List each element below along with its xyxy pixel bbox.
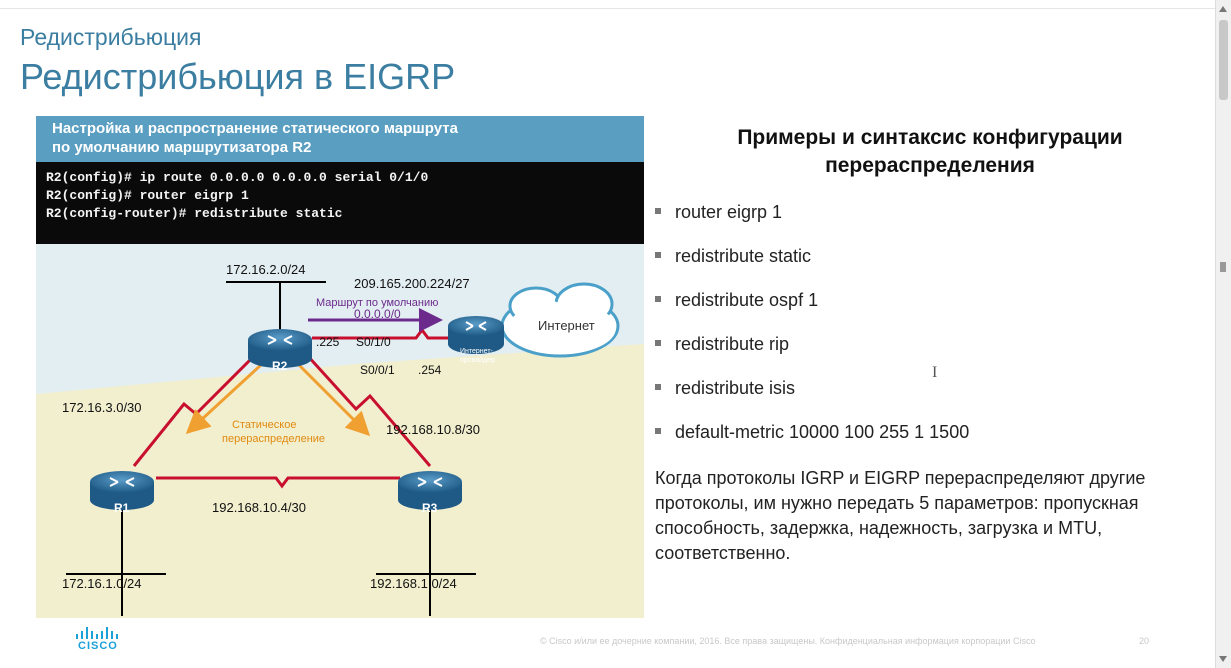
bullet-item: redistribute ospf 1 (655, 290, 818, 311)
isp-label-line1: Интернет- (460, 348, 494, 355)
bullet-item: redistribute rip (655, 334, 789, 355)
router-icon (398, 471, 462, 510)
text-cursor-icon: I (932, 364, 938, 381)
topology-diagram: 172.16.2.0/24 209.165.200.224/27 Маршрут… (36, 244, 644, 618)
static-redist-label-line2: перераспределение (222, 433, 325, 445)
bullet-text: redistribute static (675, 246, 812, 266)
serial-link-r2-r3 (304, 352, 432, 467)
cli-command-2: R2(config)# router eigrp 1 (46, 188, 249, 203)
isp-label-line2: провайдер (460, 356, 495, 364)
bullet-text: default-metric 10000 100 255 1 1500 (675, 422, 970, 442)
router-icon (448, 316, 504, 354)
bullet-square-icon (655, 340, 661, 347)
net-r3-lan-label: 192.168.1.0/24 (370, 576, 457, 591)
default-route-label: Маршрут по умолчанию (316, 297, 438, 309)
scroll-down-icon[interactable] (1219, 656, 1227, 662)
isp-if-name: S0/0/1 (360, 363, 395, 377)
scrollbar-marker (1220, 262, 1226, 272)
net-r2-r3-label: 192.168.10.8/30 (386, 422, 480, 437)
bullet-square-icon (655, 384, 661, 391)
bullet-item: redistribute static (655, 246, 811, 267)
static-redist-arrow-left (185, 362, 264, 435)
page-number: 20 (1139, 636, 1150, 646)
router-icon (248, 329, 312, 368)
r2-if-name: S0/1/0 (356, 335, 391, 349)
router-r3-label: R3 (422, 501, 438, 515)
bullet-square-icon (655, 252, 661, 259)
slide-subtitle: Редистрибьюция (20, 24, 202, 50)
cisco-logo-icon (76, 627, 118, 639)
internet-label: Интернет (538, 318, 595, 333)
bullet-item: router eigrp 1 (655, 202, 782, 223)
scroll-up-icon[interactable] (1219, 6, 1227, 12)
net-r1-r3-label: 192.168.10.4/30 (212, 500, 306, 515)
bullet-text: redistribute ospf 1 (675, 290, 819, 310)
net-isp-label: 209.165.200.224/27 (354, 276, 470, 291)
isp-if-addr: .254 (418, 363, 442, 377)
bullet-text: router eigrp 1 (675, 202, 783, 222)
serial-link-r1-r3 (156, 476, 400, 489)
net-r2-lan-label: 172.16.2.0/24 (226, 262, 306, 277)
bullet-square-icon (655, 428, 661, 435)
default-route-value: 0.0.0.0/0 (354, 307, 401, 321)
figure-header-line1: Настройка и распространение статического… (52, 120, 458, 137)
explanation-paragraph: Когда протоколы IGRP и EIGRP перераспред… (655, 468, 1146, 563)
topology-figure: Настройка и распространение статического… (36, 116, 644, 618)
cli-terminal: R2(config)# ip route 0.0.0.0 0.0.0.0 ser… (36, 162, 644, 244)
static-redist-arrow-right (296, 362, 371, 437)
figure-header: Настройка и распространение статического… (36, 116, 644, 162)
static-redist-label-line1: Статическое (232, 419, 296, 431)
top-divider (0, 8, 1216, 9)
right-panel-title-line2: перераспределения (825, 154, 1035, 177)
router-r1-label: R1 (114, 501, 130, 515)
router-r2-label: R2 (272, 359, 288, 373)
bullet-item: default-metric 10000 100 255 1 1500 (655, 422, 969, 443)
cli-command-3: R2(config-router)# redistribute static (46, 206, 343, 221)
footer-copyright: © Cisco и/или ее дочерние компании, 2016… (540, 636, 1036, 646)
bullet-item: redistribute isis (655, 378, 795, 399)
bullet-square-icon (655, 296, 661, 303)
figure-header-line2: по умолчанию маршрутизатора R2 (52, 139, 312, 156)
right-panel-title-line1: Примеры и синтаксис конфигурации (737, 126, 1123, 149)
net-r1-r2-label: 172.16.3.0/30 (62, 400, 142, 415)
vertical-scrollbar[interactable] (1215, 0, 1231, 668)
cloud-icon (500, 282, 620, 358)
net-r1-lan-label: 172.16.1.0/24 (62, 576, 142, 591)
bullet-square-icon (655, 208, 661, 215)
router-icon (90, 471, 154, 510)
bullet-text: redistribute isis (675, 378, 796, 398)
scrollbar-thumb[interactable] (1219, 20, 1228, 100)
r2-if-addr: .225 (316, 335, 340, 349)
bullet-text: redistribute rip (675, 334, 790, 354)
slide-title: Редистрибьюция в EIGRP (20, 56, 456, 97)
cisco-logo-text: CISCO (78, 640, 118, 652)
cli-command-1: R2(config)# ip route 0.0.0.0 0.0.0.0 ser… (46, 170, 429, 185)
